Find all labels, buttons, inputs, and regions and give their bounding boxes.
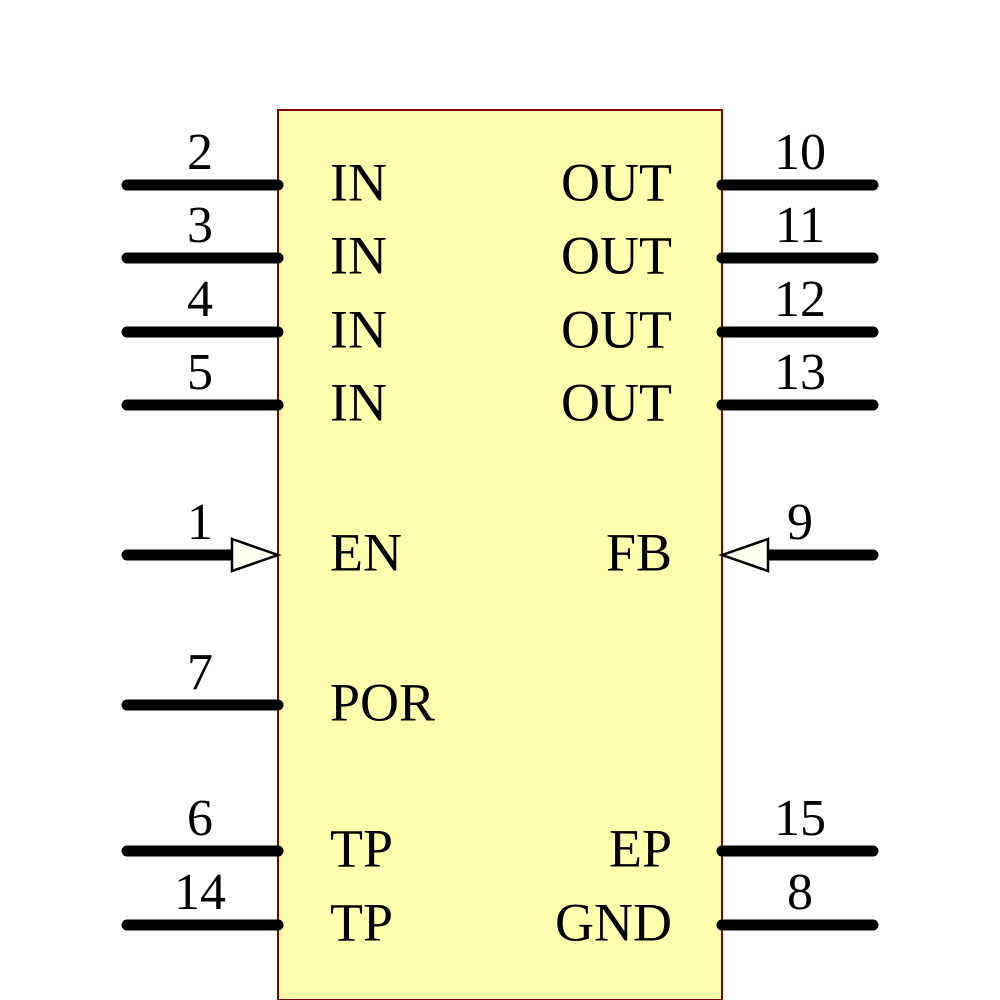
pin-name-label: IN — [330, 225, 387, 285]
pin-1-en[interactable]: 1 EN — [121, 494, 402, 582]
pin-10-out[interactable]: 10 OUT — [561, 124, 879, 212]
pin-number-label: 3 — [187, 197, 213, 254]
pin-name-label: EN — [330, 522, 402, 582]
pin-number-label: 10 — [774, 124, 826, 181]
pin-number-label: 6 — [187, 790, 213, 847]
pin-name-label: EP — [609, 818, 672, 878]
pin-name-label: TP — [330, 892, 393, 952]
pin-number-label: 5 — [187, 344, 213, 401]
pin-direction-arrow-icon — [230, 537, 282, 573]
pin-number-label: 14 — [174, 864, 226, 921]
pin-15-ep[interactable]: 15 EP — [609, 790, 879, 878]
pin-8-gnd[interactable]: 8 GND — [555, 864, 879, 952]
pin-number-label: 4 — [187, 271, 213, 328]
pin-number-label: 1 — [187, 494, 213, 551]
pin-9-fb[interactable]: 9 FB — [606, 494, 879, 582]
pin-13-out[interactable]: 13 OUT — [561, 344, 879, 432]
pin-number-label: 15 — [774, 790, 826, 847]
pin-number-label: 13 — [774, 344, 826, 401]
ic-body-rectangle — [277, 109, 723, 1000]
pin-number-label: 12 — [774, 271, 826, 328]
pin-3-in[interactable]: 3 IN — [121, 197, 387, 285]
pin-name-label: POR — [330, 672, 435, 732]
pin-14-tp[interactable]: 14 TP — [121, 864, 393, 952]
pin-name-label: IN — [330, 152, 387, 212]
pin-name-label: OUT — [561, 372, 672, 432]
pin-name-label: FB — [606, 522, 672, 582]
pin-name-label: TP — [330, 818, 393, 878]
pin-12-out[interactable]: 12 OUT — [561, 271, 879, 359]
pin-name-label: GND — [555, 892, 672, 952]
pin-name-label: OUT — [561, 299, 672, 359]
ic-body-layer — [277, 109, 723, 1000]
pin-number-label: 8 — [787, 864, 813, 921]
pin-number-label: 11 — [775, 197, 825, 254]
pin-4-in[interactable]: 4 IN — [121, 271, 387, 359]
pin-11-out[interactable]: 11 OUT — [561, 197, 879, 285]
pin-7-por[interactable]: 7 POR — [121, 644, 435, 732]
pin-name-label: OUT — [561, 152, 672, 212]
pin-direction-arrow-icon — [718, 537, 770, 573]
pin-number-label: 7 — [187, 644, 213, 701]
pin-name-label: IN — [330, 372, 387, 432]
pin-name-label: OUT — [561, 225, 672, 285]
pin-6-tp[interactable]: 6 TP — [121, 790, 393, 878]
pin-number-label: 9 — [787, 494, 813, 551]
pin-2-in[interactable]: 2 IN — [121, 124, 387, 212]
pin-name-label: IN — [330, 299, 387, 359]
pin-number-label: 2 — [187, 124, 213, 181]
pin-5-in[interactable]: 5 IN — [121, 344, 387, 432]
